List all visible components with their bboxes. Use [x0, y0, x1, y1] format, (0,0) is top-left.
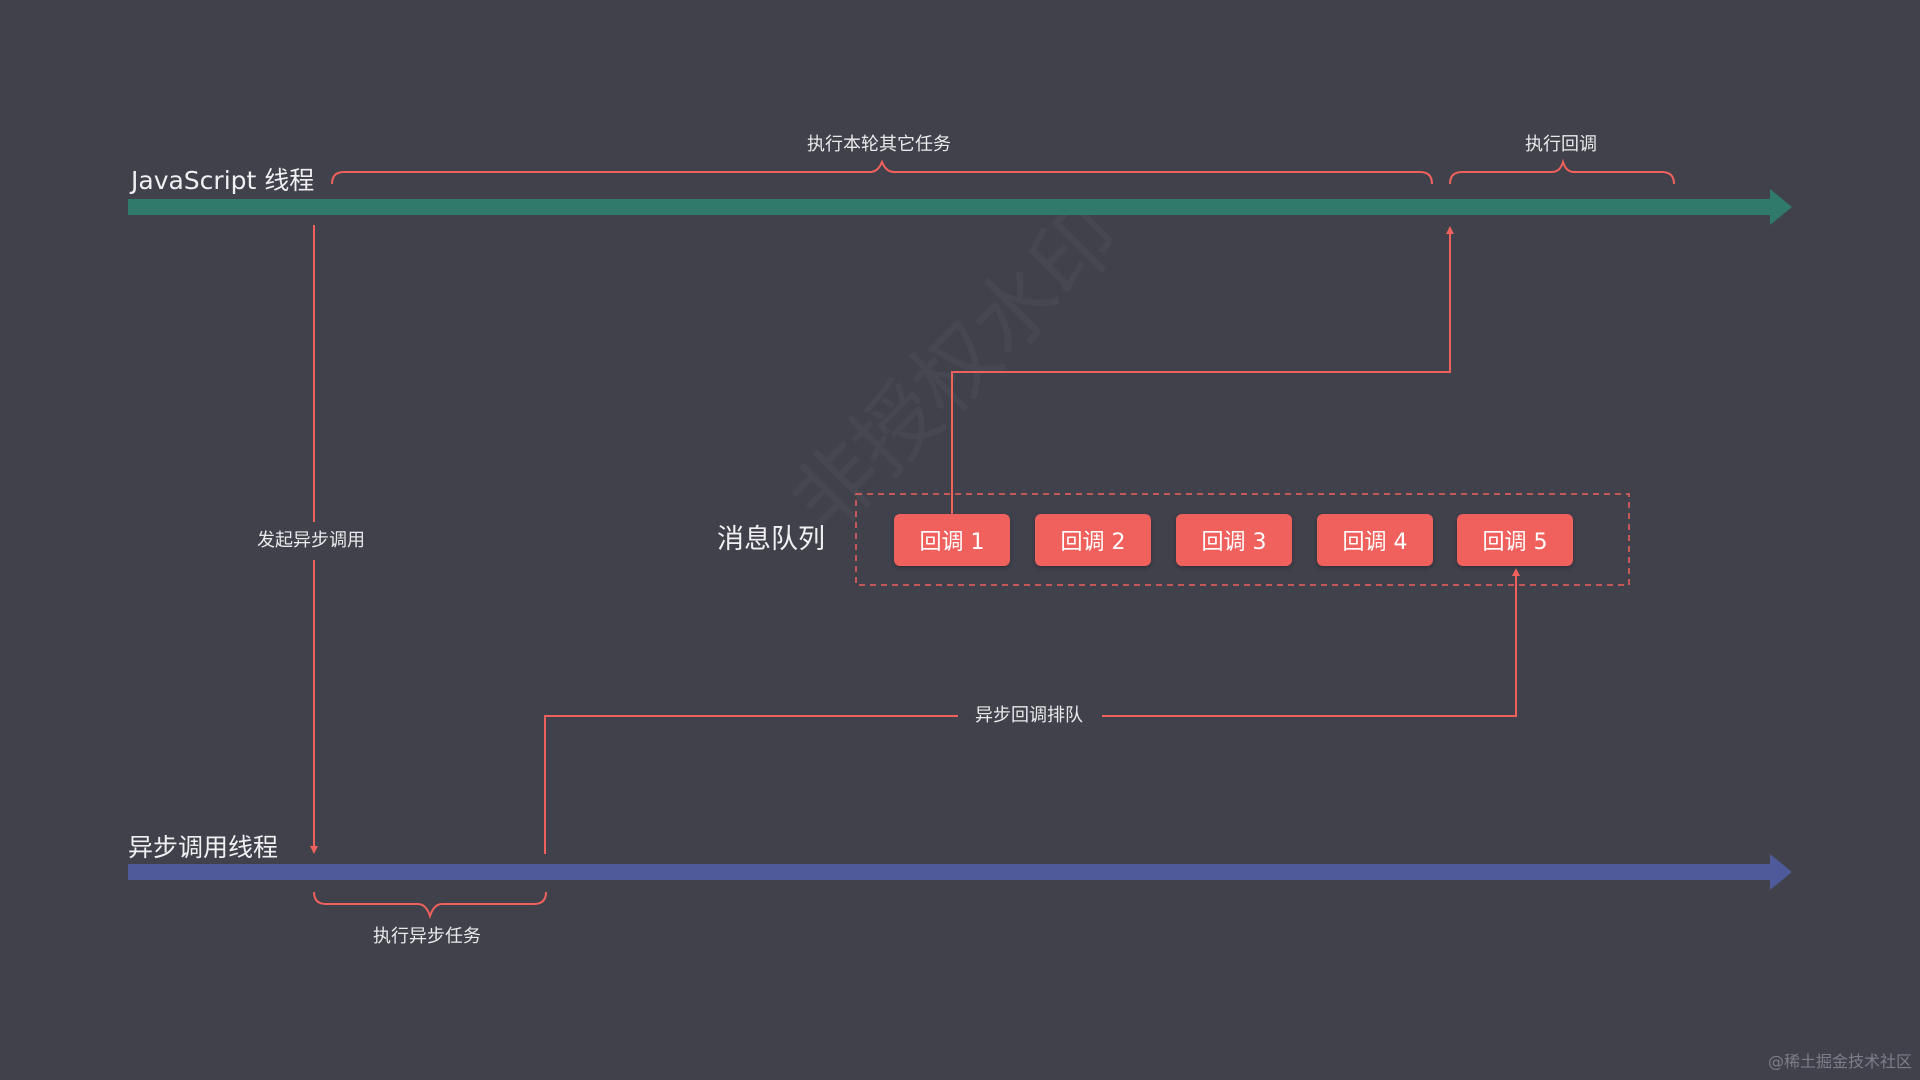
async-thread-timeline [128, 854, 1792, 890]
other-tasks-bracket [331, 159, 1433, 185]
enqueue-arrow-left [544, 715, 958, 854]
queue-callback-label: 异步回调排队 [975, 705, 1083, 726]
callback-box-3: 回调 3 [1176, 514, 1292, 566]
credit-text: @稀土掘金技术社区 [1767, 1052, 1912, 1071]
run-callback-bracket [1449, 158, 1675, 185]
enqueue-arrow-right [1102, 568, 1520, 717]
callback-box-2: 回调 2 [1035, 514, 1151, 566]
callback-to-js-arrow [951, 226, 1454, 514]
js-thread-timeline [128, 189, 1792, 225]
js-thread-label: JavaScript 线程 [131, 166, 315, 195]
async-task-label: 执行异步任务 [373, 926, 481, 947]
callback-box-5: 回调 5 [1457, 514, 1573, 566]
start-async-label: 发起异步调用 [257, 530, 365, 551]
async-task-bracket [313, 891, 547, 920]
message-queue-label: 消息队列 [717, 524, 825, 555]
run-callback-label: 执行回调 [1525, 134, 1597, 155]
callback-box-1: 回调 1 [894, 514, 1010, 566]
async-thread-label: 异步调用线程 [128, 833, 279, 862]
other-tasks-label: 执行本轮其它任务 [807, 134, 951, 155]
message-queue-container [855, 493, 1630, 586]
callback-box-4: 回调 4 [1317, 514, 1433, 566]
